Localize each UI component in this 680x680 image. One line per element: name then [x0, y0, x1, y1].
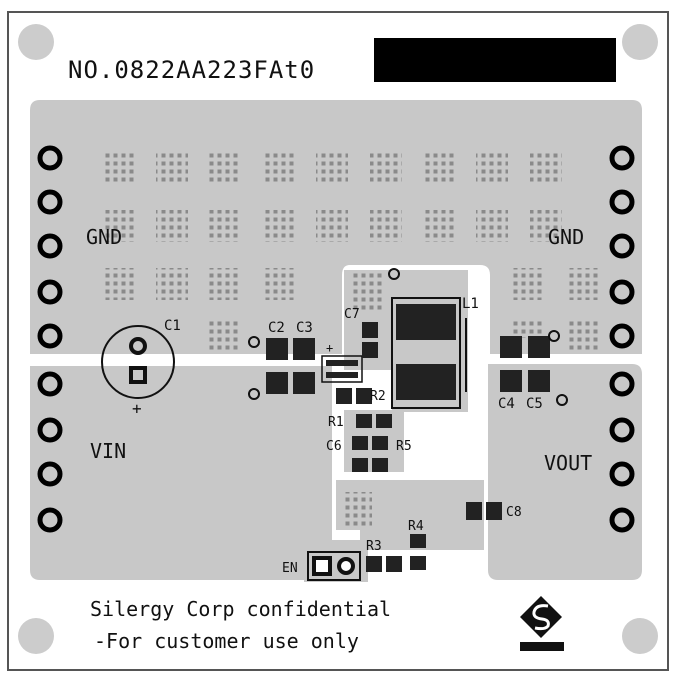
c4-label: C4 — [498, 396, 515, 412]
r3-label: R3 — [366, 539, 382, 554]
left-header-pins — [37, 145, 63, 533]
l1-label: L1 — [462, 296, 479, 312]
mounting-hole — [622, 618, 658, 654]
c1-label: C1 — [164, 318, 181, 334]
vin-copper — [30, 366, 360, 580]
c8-pads — [466, 502, 502, 520]
vin-label: VIN — [90, 439, 126, 463]
ic-plus-label: + — [326, 341, 333, 355]
c7-pads — [362, 322, 378, 358]
vout-copper — [488, 364, 642, 580]
test-point — [248, 388, 260, 400]
right-header-pins — [609, 145, 635, 533]
c8-label: C8 — [506, 505, 522, 520]
redacted-block — [374, 38, 616, 82]
r2-label: R2 — [370, 389, 386, 404]
c1-plus-label: + — [132, 399, 142, 418]
fb-copper — [336, 480, 484, 550]
r5-label: R5 — [396, 439, 412, 454]
c3-label: C3 — [296, 320, 313, 336]
c6-label: C6 — [326, 439, 342, 454]
ic-footprint — [321, 355, 363, 383]
c7-label: C7 — [344, 307, 360, 322]
gnd-label-right: GND — [548, 225, 584, 249]
test-point — [248, 336, 260, 348]
test-point — [556, 394, 568, 406]
en-label: EN — [282, 561, 298, 576]
output-cap-pads — [500, 336, 550, 392]
r2-pads — [336, 388, 372, 404]
fb-network-pads — [352, 414, 392, 472]
silergy-logo-icon — [520, 596, 564, 651]
footer-line2: -For customer use only — [94, 629, 359, 653]
mounting-hole — [622, 24, 658, 60]
c2-label: C2 — [268, 320, 285, 336]
l1-inductor — [391, 297, 467, 409]
en-jumper — [307, 551, 361, 581]
via-marker — [388, 268, 400, 280]
test-point — [548, 330, 560, 342]
r4-pads — [410, 534, 426, 570]
gnd-label-left: GND — [86, 225, 122, 249]
c1-capacitor — [101, 325, 175, 399]
vout-label: VOUT — [544, 451, 592, 475]
mounting-hole — [18, 618, 54, 654]
part-number: NO.0822AA223FAt0 — [68, 56, 315, 84]
r4-label: R4 — [408, 519, 424, 534]
mounting-hole — [18, 24, 54, 60]
via-arrays — [102, 150, 598, 528]
footer-line1: Silergy Corp confidential — [90, 597, 391, 621]
input-cap-pads — [266, 338, 315, 394]
r3-pads — [366, 556, 402, 572]
r1-label: R1 — [328, 415, 344, 430]
c5-label: C5 — [526, 396, 543, 412]
